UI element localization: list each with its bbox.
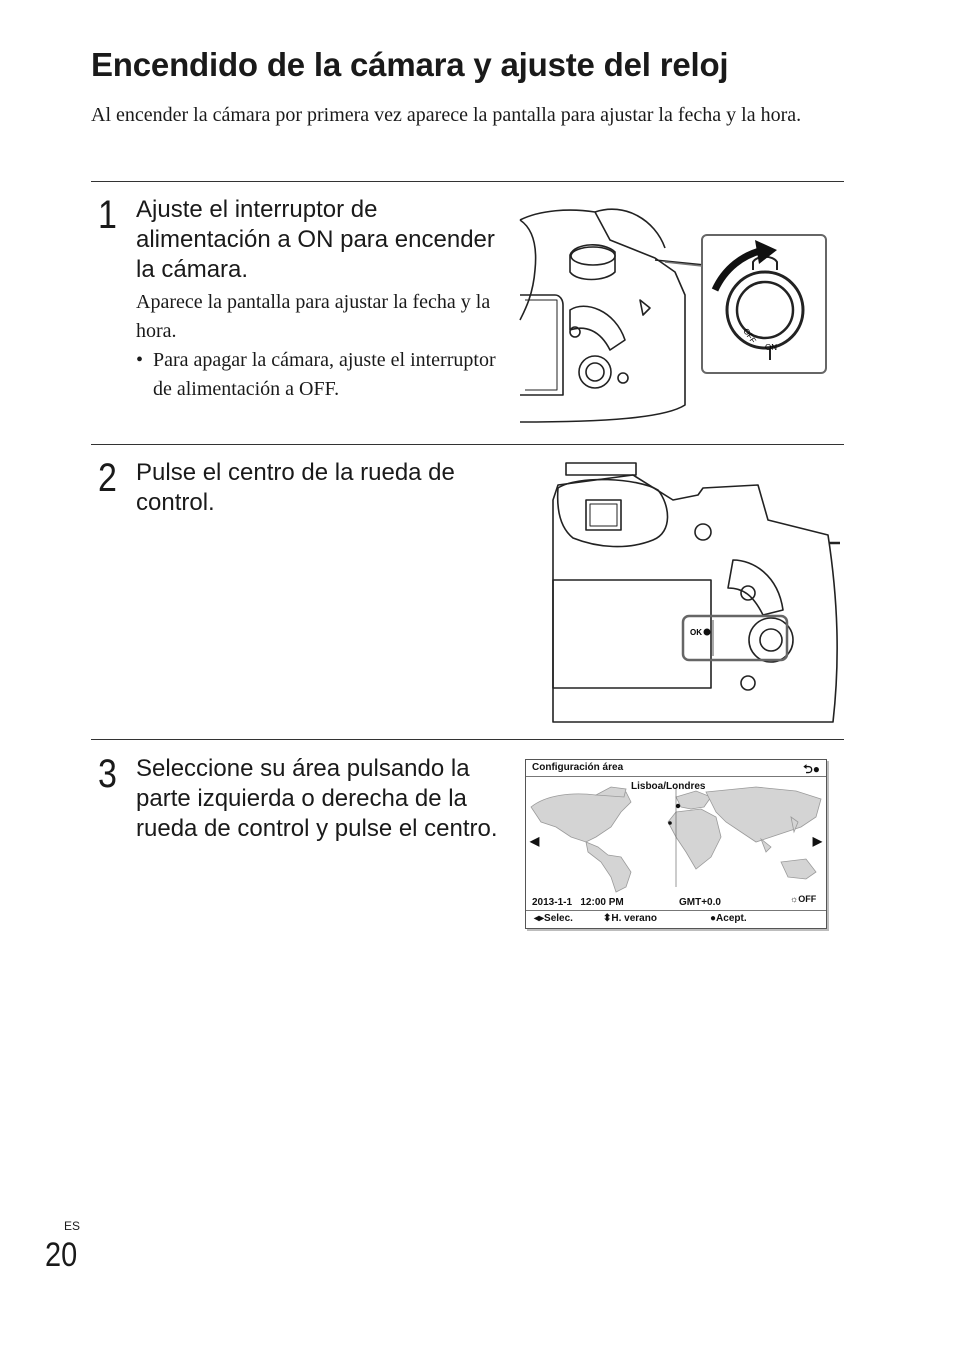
back-arrow-icon[interactable]: ⮌●	[803, 762, 820, 776]
intro-text: Al encender la cámara por primera vez ap…	[91, 104, 802, 126]
divider	[91, 444, 844, 445]
step-number: 2	[98, 456, 117, 500]
step-bullet: • Para apagar la cámara, ajuste el interr…	[136, 346, 506, 404]
center-button-icon: ●	[710, 913, 717, 924]
time-value: 12:00 PM	[580, 897, 624, 908]
footer-summer-time: ⬍H. verano	[603, 913, 657, 924]
divider	[91, 739, 844, 740]
sun-icon: ☼	[790, 894, 799, 904]
ok-label: OK	[690, 628, 702, 637]
language-code: ES	[64, 1219, 81, 1233]
summer-time-value: OFF	[798, 894, 817, 904]
camera-back-illustration: OK	[552, 462, 840, 723]
left-right-icon: ◂▸	[534, 913, 545, 924]
footer-summer-label: H. verano	[611, 913, 657, 924]
up-down-icon: ⬍	[603, 913, 612, 924]
city-label: Lisboa/Londres	[631, 781, 706, 792]
summer-time-status: ☼OFF	[790, 894, 816, 904]
step-heading: Seleccione su área pulsando la parte izq…	[136, 755, 498, 842]
world-map	[530, 786, 822, 893]
switch-on-label: ON	[765, 343, 777, 352]
footer-select: ◂▸Selec.	[534, 913, 573, 924]
step-heading: Ajuste el interruptor de alimentación a …	[136, 196, 495, 283]
right-arrow-icon[interactable]: ▶	[812, 834, 822, 848]
area-setting-screen: Configuración área ⮌● Lisboa/Londres ◀ ▶…	[525, 759, 827, 929]
step-heading: Pulse el centro de la rueda de control.	[136, 459, 455, 516]
screen-title: Configuración área	[532, 762, 624, 773]
date-time-readout: 2013-1-1 12:00 PM	[532, 897, 624, 908]
gmt-offset: GMT+0.0	[679, 897, 721, 908]
page-number: 20	[45, 1236, 78, 1274]
footer-accept-label: Acept.	[716, 913, 747, 924]
screen-header: Configuración área ⮌●	[526, 760, 826, 777]
camera-power-switch-illustration: OFF ON	[519, 208, 827, 423]
bullet-text: Para apagar la cámara, ajuste el interru…	[153, 349, 496, 400]
step-number: 3	[98, 752, 117, 796]
page-title: Encendido de la cámara y ajuste del relo…	[91, 46, 729, 83]
bullet-dot: •	[136, 349, 144, 371]
left-arrow-icon[interactable]: ◀	[530, 834, 540, 848]
footer-accept: ●Acept.	[710, 913, 747, 924]
footer-select-label: Selec.	[544, 913, 573, 924]
divider	[91, 181, 844, 182]
date-value: 2013-1-1	[532, 897, 573, 908]
step-number: 1	[98, 193, 117, 237]
screen-footer: ◂▸Selec. ⬍H. verano ●Acept.	[526, 910, 826, 928]
step-body: Aparece la pantalla para ajustar la fech…	[136, 291, 491, 342]
